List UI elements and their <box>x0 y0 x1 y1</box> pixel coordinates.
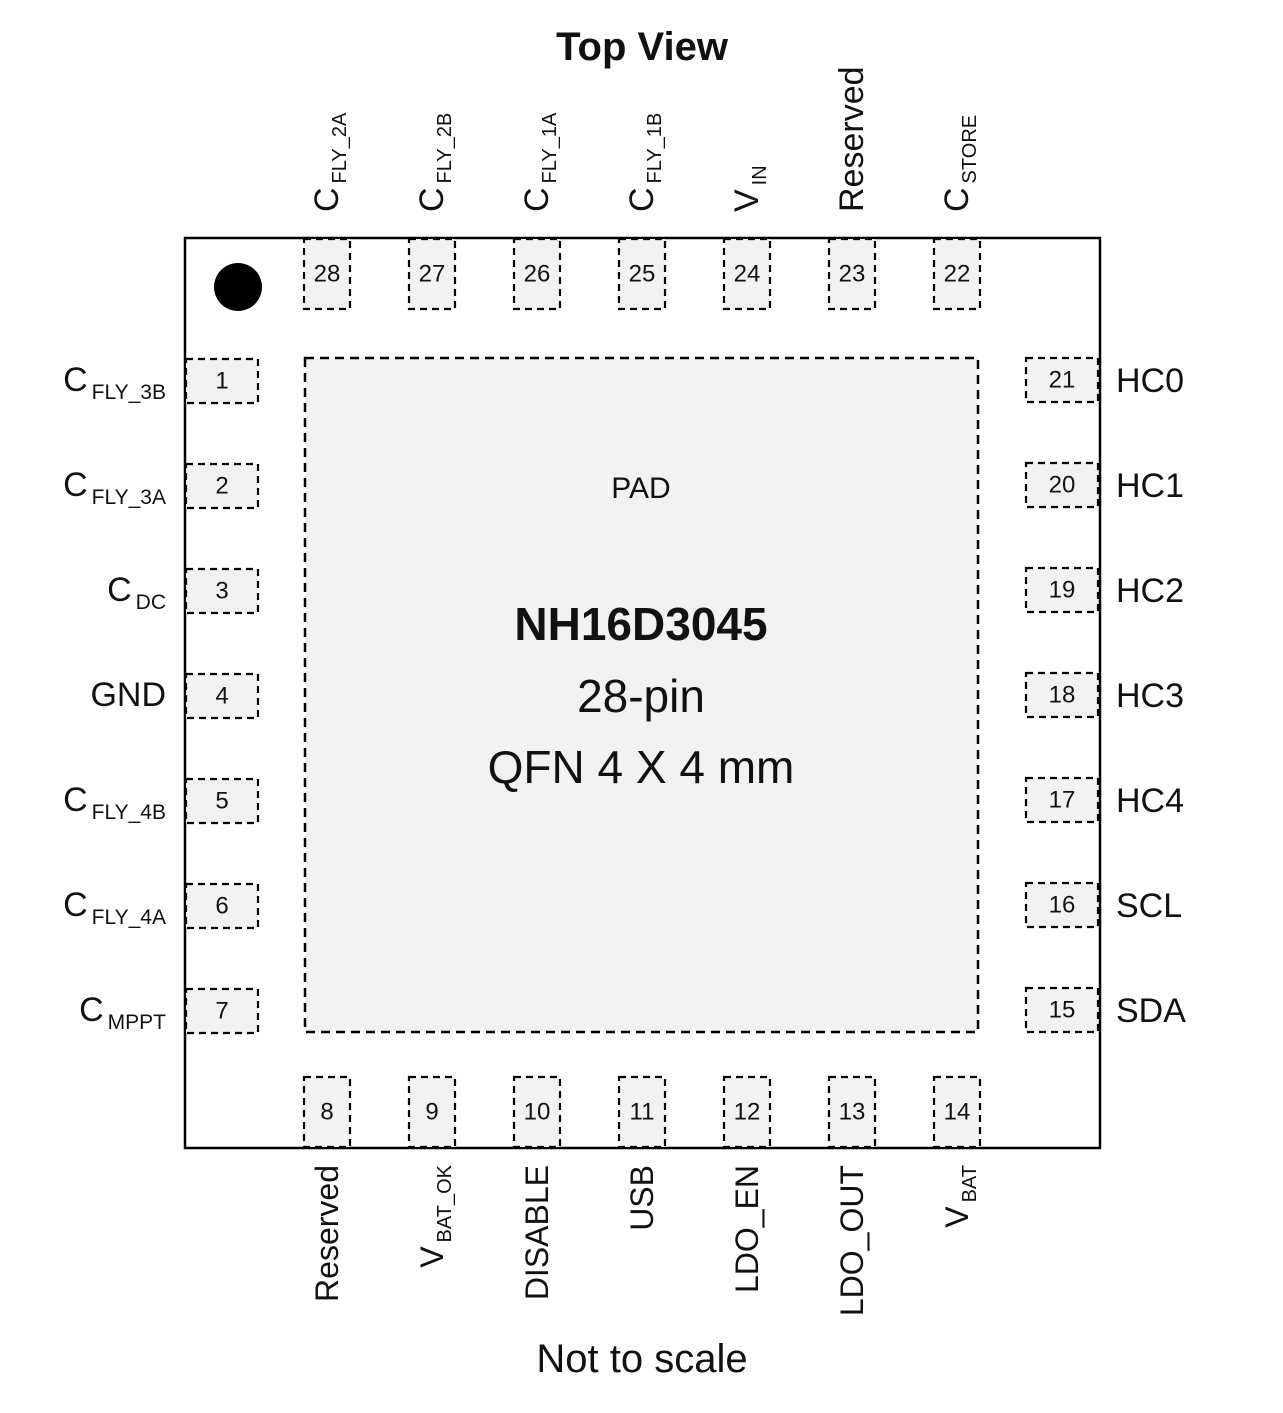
pin-17-pad <box>1024 776 1100 824</box>
pin-14-label: VBAT <box>939 1165 981 1228</box>
pin-21-number: 21 <box>1049 367 1076 394</box>
pin-13-label: LDO_OUT <box>834 1165 870 1316</box>
pin-count-label: 28-pin <box>577 670 705 722</box>
pin-17-number: 17 <box>1049 787 1076 814</box>
pin-22-number: 22 <box>944 261 971 288</box>
pin-13-pad <box>827 1075 877 1149</box>
pin-27-pad <box>407 237 457 311</box>
part-number: NH16D3045 <box>514 598 767 650</box>
pin-23-pad <box>827 237 877 311</box>
pin-17-label: HC4 <box>1116 782 1184 820</box>
pin-27-label: CFLY_2B <box>413 113 456 212</box>
pin-6-number: 6 <box>215 893 228 920</box>
pin-4-label: GND <box>90 676 166 714</box>
pin-4-number: 4 <box>215 683 228 710</box>
pin-16-pad <box>1024 881 1100 929</box>
pin-8-label: Reserved <box>309 1165 345 1302</box>
pin-28-number: 28 <box>314 261 341 288</box>
pin-15-number: 15 <box>1049 997 1076 1024</box>
pin-20-label: HC1 <box>1116 467 1184 505</box>
pin-14-pad <box>932 1075 982 1149</box>
pin-5-pad <box>184 777 260 825</box>
pin-7-pad <box>184 987 260 1035</box>
pin1-indicator-dot <box>214 263 262 311</box>
pad-label: PAD <box>611 472 670 505</box>
pin-28-label: CFLY_2A <box>308 112 351 212</box>
pin-1-pad <box>184 357 260 405</box>
pin-10-number: 10 <box>524 1099 551 1126</box>
pin-14-number: 14 <box>944 1099 971 1126</box>
pin-8-pad <box>302 1075 352 1149</box>
pin-20-number: 20 <box>1049 472 1076 499</box>
pin-28-pad <box>302 237 352 311</box>
pin-11-label: USB <box>624 1165 660 1231</box>
pin-4-pad <box>184 672 260 720</box>
pin-25-number: 25 <box>629 261 656 288</box>
pin-13-number: 13 <box>839 1099 866 1126</box>
pin-6-pad <box>184 882 260 930</box>
pin-27-number: 27 <box>419 261 446 288</box>
pin-2-number: 2 <box>215 473 228 500</box>
pin-12-number: 12 <box>734 1099 761 1126</box>
pin-10-pad <box>512 1075 562 1149</box>
pin-24-pad <box>722 237 772 311</box>
pin-26-label: CFLY_1A <box>518 112 561 212</box>
pin-15-label: SDA <box>1116 992 1186 1030</box>
pin-24-number: 24 <box>734 261 761 288</box>
pin-25-pad <box>617 237 667 311</box>
pin-15-pad <box>1024 986 1100 1034</box>
pin-11-number: 11 <box>630 1099 655 1126</box>
pin-9-label: VBAT_OK <box>414 1164 456 1267</box>
pin-19-number: 19 <box>1049 577 1076 604</box>
pin-22-pad <box>932 237 982 311</box>
pin-18-number: 18 <box>1049 682 1076 709</box>
pin-8-number: 8 <box>320 1099 333 1126</box>
pin-23-label: Reserved <box>833 66 871 212</box>
pin-16-label: SCL <box>1116 887 1182 925</box>
pin-21-label: HC0 <box>1116 362 1184 400</box>
pin-21-pad <box>1024 356 1100 404</box>
pin-18-label: HC3 <box>1116 677 1184 715</box>
pin-24-label: VIN <box>728 165 771 212</box>
pin-26-pad <box>512 237 562 311</box>
pin-19-label: HC2 <box>1116 572 1184 610</box>
pin-3-pad <box>184 567 260 615</box>
pin-2-pad <box>184 462 260 510</box>
pin-16-number: 16 <box>1049 892 1076 919</box>
pin-1-number: 1 <box>215 368 228 395</box>
pin-11-pad <box>617 1075 667 1149</box>
pin-20-pad <box>1024 461 1100 509</box>
package-label: QFN 4 X 4 mm <box>488 741 795 793</box>
diagram-footer: Not to scale <box>536 1337 747 1381</box>
exposed-pad <box>303 356 980 1034</box>
diagram-title: Top View <box>556 25 729 69</box>
pin-12-label: LDO_EN <box>729 1165 765 1293</box>
pin-25-label: CFLY_1B <box>623 113 666 212</box>
pin-26-number: 26 <box>524 261 551 288</box>
pin-10-label: DISABLE <box>519 1165 555 1300</box>
pin-23-number: 23 <box>839 261 866 288</box>
pin-19-pad <box>1024 566 1100 614</box>
pin-22-label: CSTORE <box>938 115 981 212</box>
pin-18-pad <box>1024 671 1100 719</box>
pin-12-pad <box>722 1075 772 1149</box>
pin-9-pad <box>407 1075 457 1149</box>
pin-3-number: 3 <box>215 578 228 605</box>
pin-9-number: 9 <box>425 1099 438 1126</box>
pin-7-number: 7 <box>215 998 228 1025</box>
pin-5-number: 5 <box>215 788 228 815</box>
